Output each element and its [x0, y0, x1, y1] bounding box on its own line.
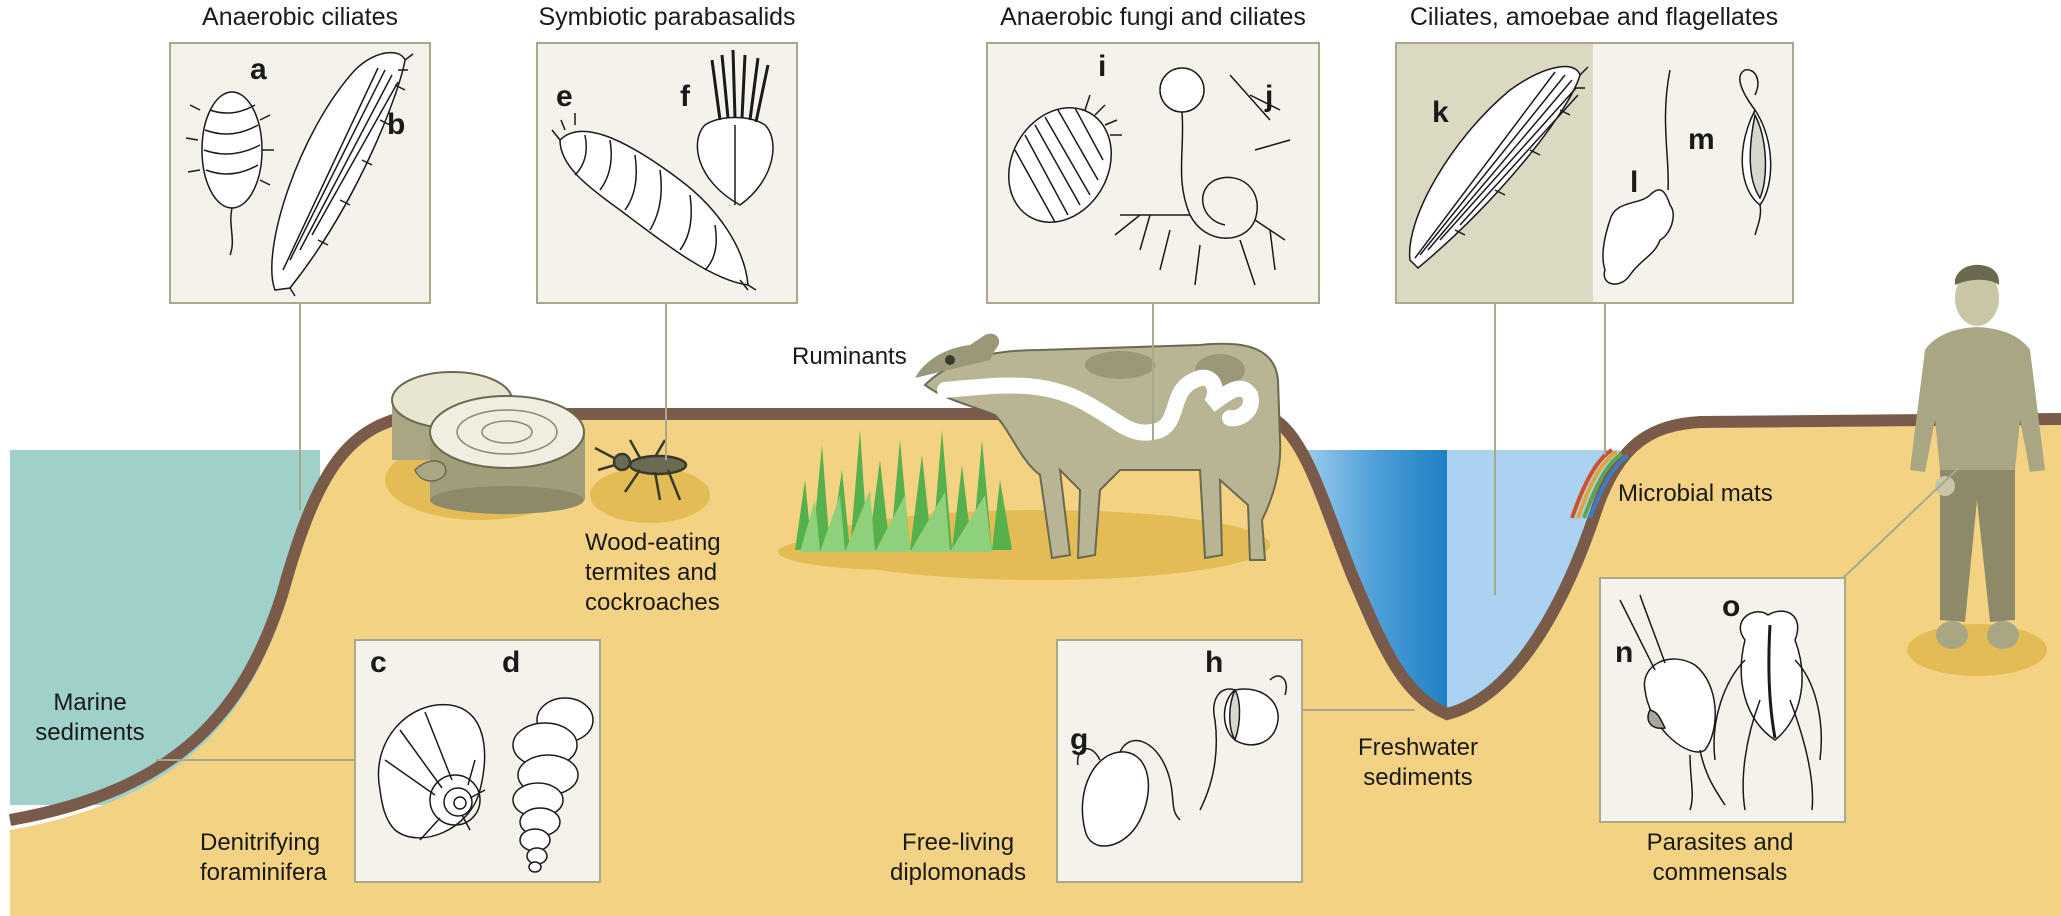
- label-marine-line2: sediments: [30, 718, 150, 748]
- label-denitrifying-line2: foraminifera: [200, 858, 327, 888]
- label-diplomonads-line2: diplomonads: [890, 858, 1026, 888]
- title-anaerobic-ciliates: Anaerobic ciliates: [170, 2, 430, 32]
- panel-free-living-diplomonads: [1057, 640, 1302, 882]
- label-wood-eating-line3: cockroaches: [585, 588, 721, 618]
- label-denitrifying-foraminifera: Denitrifying foraminifera: [200, 828, 327, 888]
- letter-k: k: [1432, 98, 1449, 128]
- label-parasites-commensals: Parasites and commensals: [1620, 828, 1820, 888]
- label-diplomonads-line1: Free-living: [890, 828, 1026, 858]
- letter-e: e: [556, 82, 573, 112]
- letter-d: d: [502, 648, 520, 678]
- letter-l: l: [1630, 168, 1638, 198]
- letter-j: j: [1265, 82, 1273, 112]
- label-wood-eating-line1: Wood-eating: [585, 528, 721, 558]
- title-ciliates-amoebae-flagellates: Ciliates, amoebae and flagellates: [1384, 2, 1804, 32]
- letter-o: o: [1722, 592, 1740, 622]
- label-ruminants: Ruminants: [792, 342, 907, 372]
- letter-a: a: [250, 55, 267, 85]
- label-denitrifying-line1: Denitrifying: [200, 828, 327, 858]
- letter-n: n: [1615, 638, 1633, 668]
- letter-f: f: [680, 82, 690, 112]
- label-marine-sediments: Marine sediments: [30, 688, 150, 748]
- letter-m: m: [1688, 125, 1715, 155]
- label-microbial-mats: Microbial mats: [1618, 479, 1773, 509]
- label-parasites-line1: Parasites and: [1620, 828, 1820, 858]
- letter-h: h: [1205, 648, 1223, 678]
- termite-shadow: [590, 467, 710, 523]
- label-freshwater-line1: Freshwater: [1343, 733, 1493, 763]
- label-freshwater-line2: sediments: [1343, 763, 1493, 793]
- title-symbiotic-parabasalids: Symbiotic parabasalids: [517, 2, 817, 32]
- title-anaerobic-fungi-ciliates: Anaerobic fungi and ciliates: [963, 2, 1343, 32]
- label-freshwater-sediments: Freshwater sediments: [1343, 733, 1493, 793]
- label-marine-line1: Marine: [30, 688, 150, 718]
- letter-g: g: [1070, 725, 1088, 755]
- human-shadow: [1907, 624, 2047, 676]
- label-wood-eating-termites: Wood-eating termites and cockroaches: [585, 528, 721, 618]
- letter-i: i: [1098, 52, 1106, 82]
- label-parasites-line2: commensals: [1620, 858, 1820, 888]
- letter-b: b: [387, 110, 405, 140]
- label-free-living-diplomonads: Free-living diplomonads: [890, 828, 1026, 888]
- letter-c: c: [370, 648, 387, 678]
- label-wood-eating-line2: termites and: [585, 558, 721, 588]
